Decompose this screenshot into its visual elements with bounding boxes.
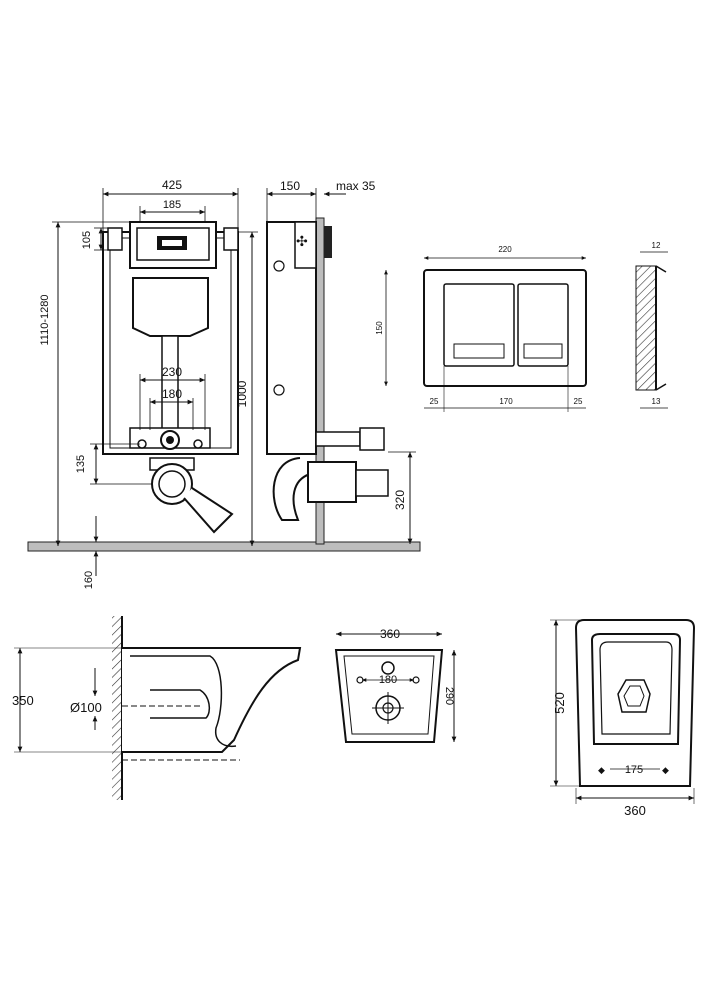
- frame-side-view: ✣ 150 max 35 320: [266, 179, 416, 545]
- dim-floor-offset: 160: [83, 571, 95, 589]
- dim-plate-button-span: 170: [499, 397, 513, 406]
- dim-plate-thickness-bottom: 13: [652, 397, 661, 406]
- svg-text:◆: ◆: [662, 765, 669, 775]
- floor-line: [27, 541, 421, 552]
- toilet-side-outline: [122, 647, 302, 753]
- dim-top-length: 520: [552, 692, 567, 714]
- dim-plate-margin-right: 25: [574, 397, 583, 406]
- dim-plate-height: 150: [375, 321, 384, 335]
- dim-toilet-height: 350: [12, 693, 34, 708]
- dim-height-range: 1110-1280: [39, 295, 51, 346]
- dim-top-width-toilet: 360: [624, 803, 646, 818]
- dim-top-hole-spacing: 175: [625, 764, 643, 776]
- toilet-side-view: 350 Ø100: [12, 616, 302, 800]
- dim-depth-max: max 35: [336, 179, 376, 193]
- flush-plate-front: 220 150 25 170 25: [375, 245, 587, 412]
- dim-plate-thickness-top: 12: [652, 241, 661, 250]
- dim-outlet-height: 135: [75, 455, 87, 473]
- cistern-body: [132, 277, 209, 337]
- svg-text:◆: ◆: [598, 765, 605, 775]
- dim-inlet-height: 320: [393, 490, 407, 510]
- toilet-top-view: ◆ ◆ 175 520 360: [550, 619, 696, 818]
- dim-plate-margin-left: 25: [430, 397, 439, 406]
- dim-rear-width: 360: [380, 627, 400, 641]
- dim-outlet-outer: 230: [162, 365, 182, 379]
- frame-front-view: 425 185 105 1110-1280 1000 230 180 135 1…: [27, 178, 421, 589]
- dim-rear-bolt-spacing: 180: [379, 674, 397, 686]
- toilet-rear-view: 360 180 290: [334, 627, 457, 743]
- svg-text:✣: ✣: [296, 233, 308, 249]
- dim-frame-width: 425: [162, 178, 182, 192]
- dim-frame-height: 1000: [235, 380, 249, 407]
- dim-top-width: 185: [163, 199, 181, 211]
- dim-frame-depth: 150: [280, 179, 300, 193]
- dim-top-height: 105: [81, 231, 93, 249]
- dim-pipe-diameter: Ø100: [70, 700, 102, 715]
- flush-plate-side: 12 13: [635, 241, 668, 409]
- dim-outlet-inner: 180: [162, 387, 182, 401]
- dim-plate-width: 220: [498, 245, 512, 254]
- dim-rear-height: 290: [443, 687, 455, 705]
